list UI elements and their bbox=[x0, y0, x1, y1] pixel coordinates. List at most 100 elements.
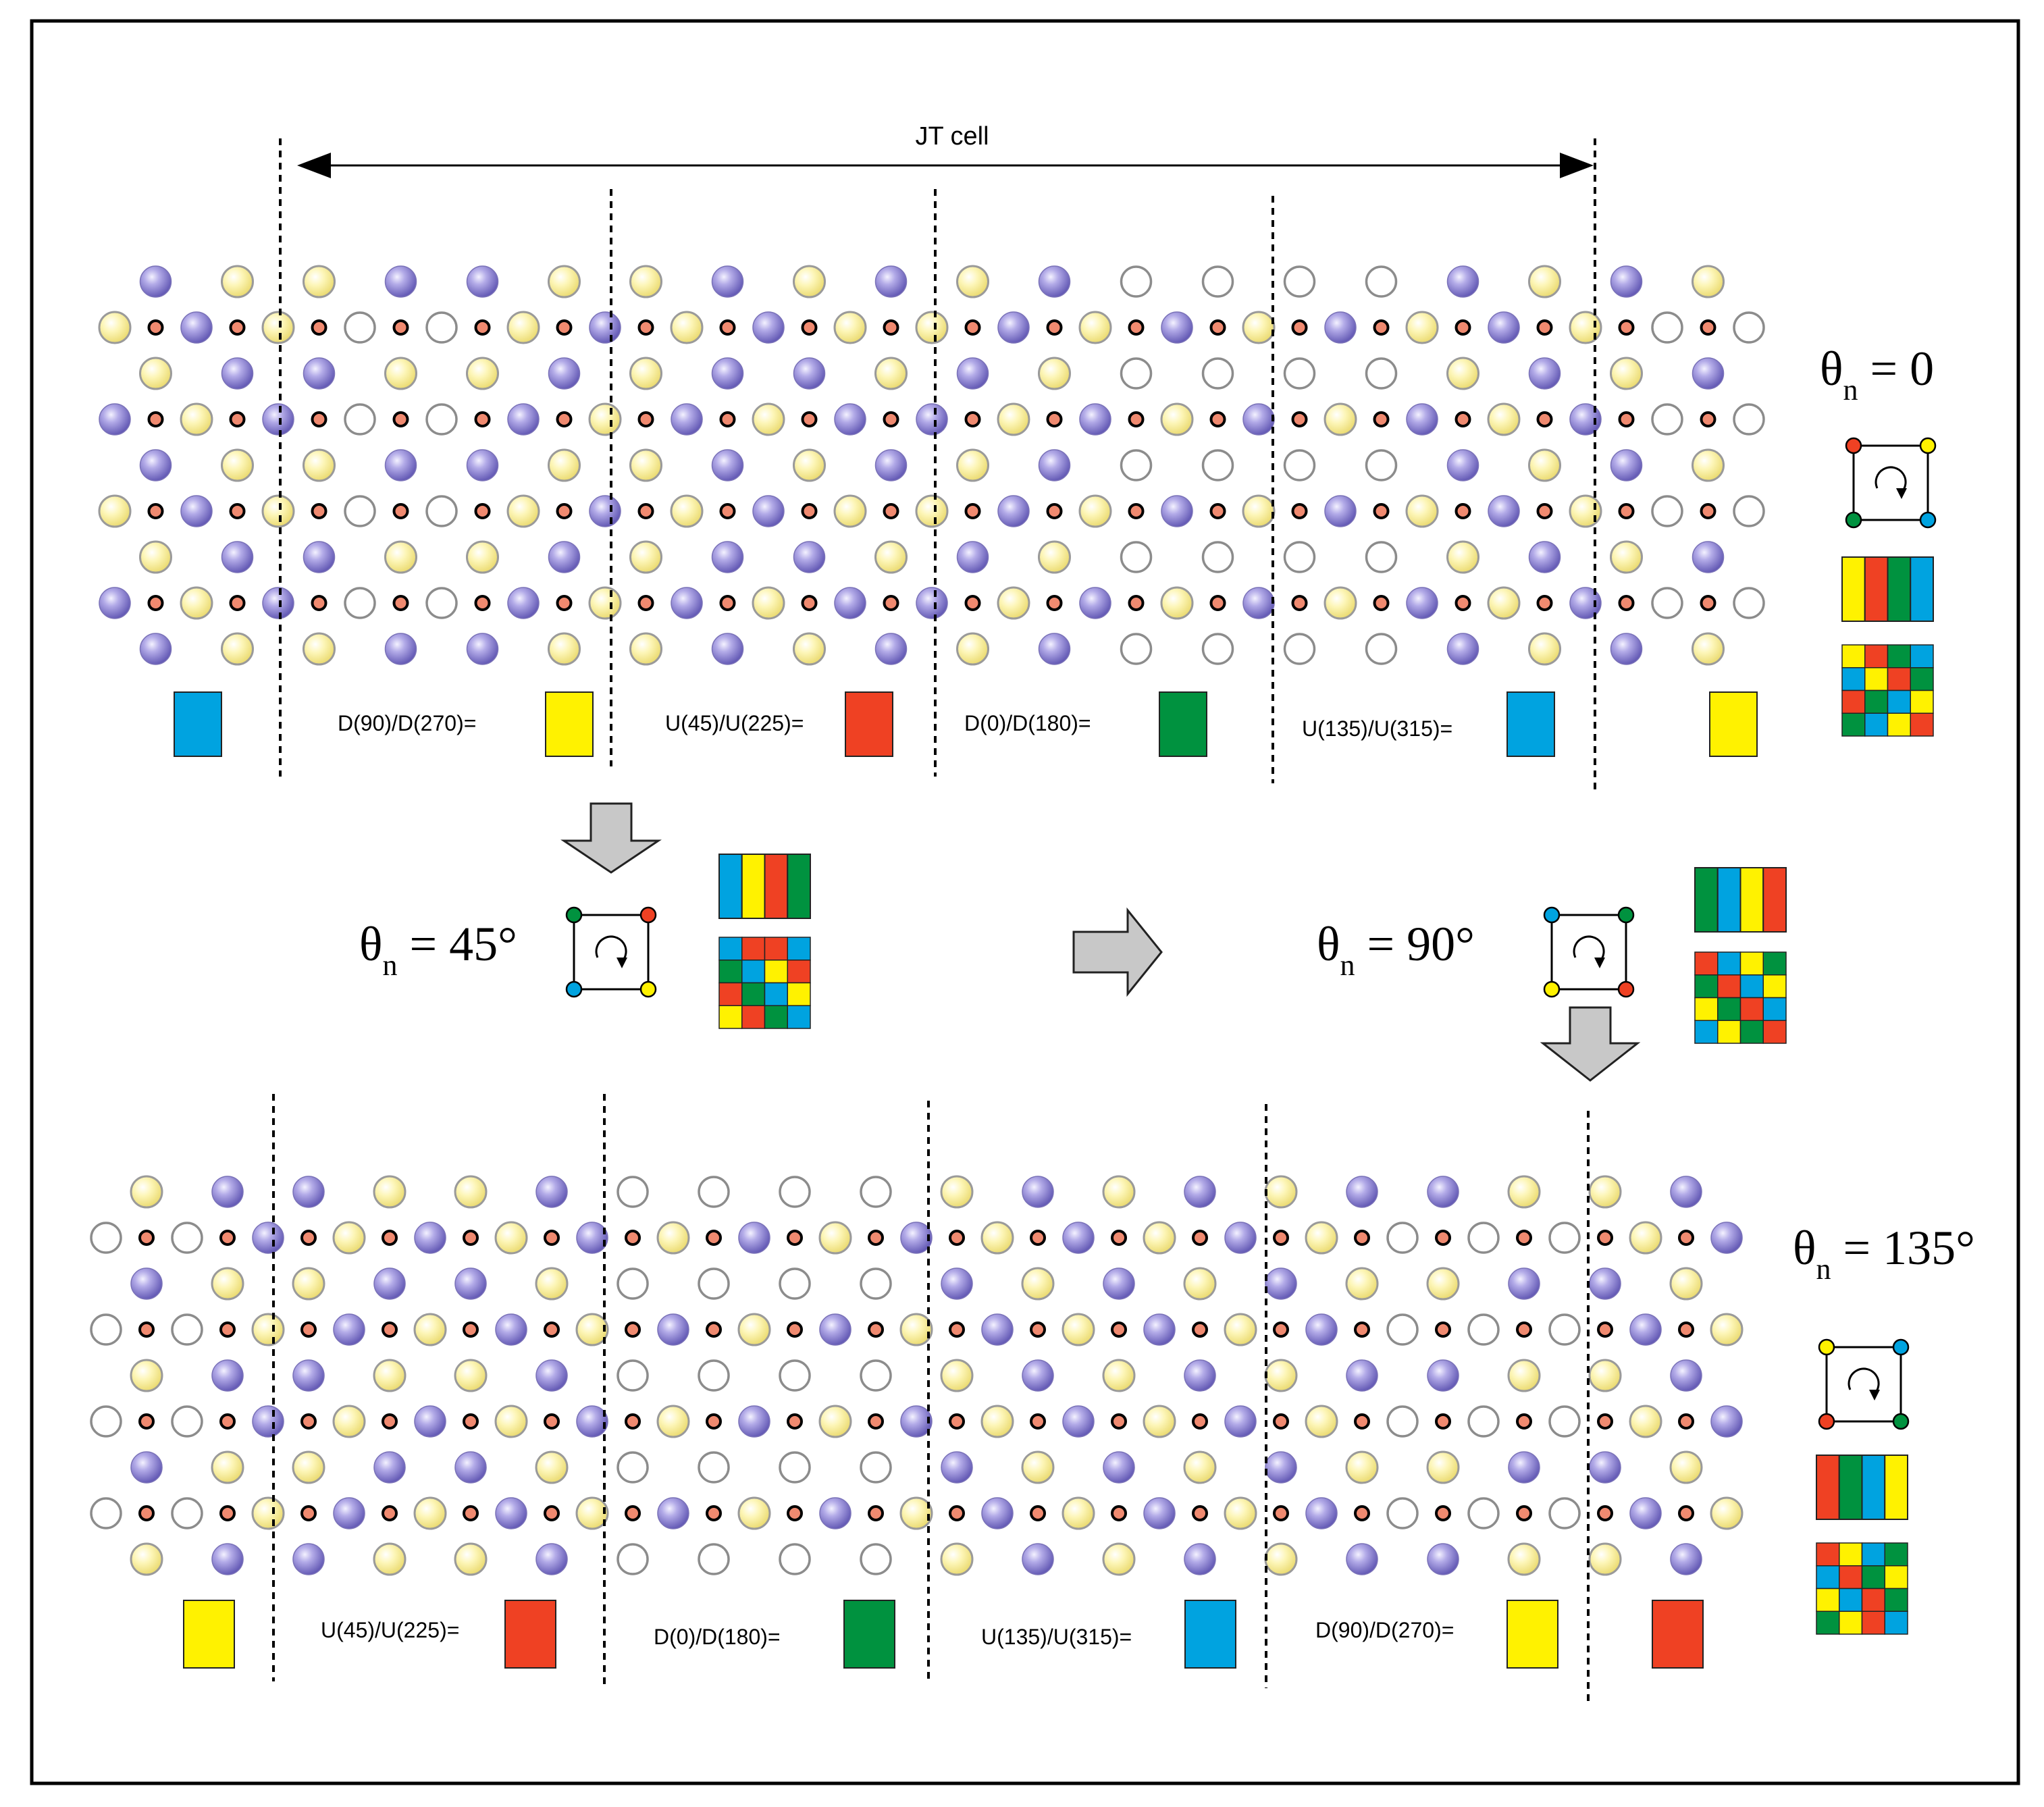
yellow-atom bbox=[874, 540, 908, 574]
yellow-atom bbox=[818, 1221, 852, 1255]
corner-dot-blue bbox=[1919, 511, 1937, 529]
rotation-square-bottom bbox=[1825, 1346, 1902, 1423]
purple-atom bbox=[99, 587, 131, 619]
empty-atom bbox=[344, 311, 376, 344]
purple-atom bbox=[1143, 1497, 1176, 1529]
grid-cell-green bbox=[1887, 644, 1911, 669]
purple-atom bbox=[671, 587, 703, 619]
yellow-atom bbox=[588, 402, 622, 436]
small-atom bbox=[1192, 1505, 1208, 1521]
yellow-atom bbox=[1021, 1450, 1055, 1484]
small-atom bbox=[1128, 503, 1145, 519]
yellow-atom bbox=[221, 448, 254, 482]
small-atom bbox=[1536, 595, 1553, 611]
empty-atom bbox=[1201, 541, 1234, 573]
yellow-atom bbox=[1528, 265, 1561, 298]
grid-cell-yellow bbox=[1910, 689, 1934, 714]
small-atom bbox=[1516, 1505, 1532, 1521]
empty-atom bbox=[779, 1267, 811, 1300]
top-label-1: D(90)/D(270)= bbox=[338, 711, 476, 735]
empty-atom bbox=[90, 1497, 122, 1529]
empty-atom bbox=[779, 1176, 811, 1208]
purple-atom bbox=[1022, 1543, 1054, 1575]
bottom-swatch-green bbox=[843, 1600, 895, 1669]
small-atom bbox=[801, 411, 818, 427]
yellow-atom bbox=[1183, 1450, 1217, 1484]
purple-atom bbox=[1161, 495, 1193, 527]
yellow-atom bbox=[1610, 540, 1643, 574]
yellow-atom bbox=[130, 1359, 163, 1392]
purple-atom bbox=[211, 1543, 244, 1575]
purple-atom bbox=[548, 541, 581, 573]
small-atom bbox=[719, 319, 736, 336]
grid-cell-green bbox=[1694, 974, 1719, 999]
grid-cell-red bbox=[718, 982, 743, 1006]
purple-atom bbox=[981, 1497, 1014, 1529]
yellow-atom bbox=[1588, 1359, 1622, 1392]
yellow-atom bbox=[1021, 1267, 1055, 1301]
purple-atom bbox=[752, 495, 785, 527]
empty-atom bbox=[860, 1176, 892, 1208]
yellow-atom bbox=[956, 265, 989, 298]
top-boundaries bbox=[279, 138, 1596, 790]
yellow-atom bbox=[874, 357, 908, 390]
small-atom bbox=[311, 503, 327, 519]
down-arrow-right bbox=[1540, 1006, 1641, 1082]
small-atom bbox=[1111, 1413, 1127, 1430]
small-atom bbox=[219, 1230, 236, 1246]
small-atom bbox=[138, 1505, 155, 1521]
small-atom bbox=[1128, 411, 1145, 427]
small-atom bbox=[1192, 1230, 1208, 1246]
yellow-atom bbox=[454, 1542, 488, 1576]
yellow-atom bbox=[139, 357, 172, 390]
small-atom bbox=[1046, 503, 1063, 519]
purple-atom bbox=[1710, 1405, 1743, 1438]
yellow-atom bbox=[303, 448, 336, 482]
yellow-atom bbox=[1062, 1496, 1095, 1530]
purple-atom bbox=[1079, 587, 1111, 619]
empty-atom bbox=[344, 587, 376, 619]
purple-atom bbox=[1161, 311, 1193, 344]
stripe-blue bbox=[1861, 1455, 1886, 1520]
purple-atom bbox=[711, 449, 744, 481]
purple-atom bbox=[414, 1222, 446, 1254]
grid-cell-blue bbox=[741, 960, 766, 984]
empty-atom bbox=[1283, 357, 1316, 390]
top-lattice bbox=[98, 265, 1765, 666]
grid-cell-red bbox=[1739, 997, 1764, 1021]
rotation-arrowhead-icon bbox=[617, 958, 627, 968]
small-atom bbox=[949, 1321, 965, 1338]
empty-atom bbox=[1283, 633, 1316, 665]
purple-atom bbox=[1670, 1359, 1702, 1392]
grid-cell-red bbox=[741, 1005, 766, 1029]
empty-atom bbox=[860, 1451, 892, 1484]
bottom-label-3: U(135)/U(315)= bbox=[981, 1625, 1132, 1649]
small-atom bbox=[392, 319, 409, 336]
yellow-atom bbox=[1324, 402, 1357, 436]
small-atom bbox=[219, 1505, 236, 1521]
small-atom bbox=[1435, 1505, 1451, 1521]
small-atom bbox=[625, 1230, 641, 1246]
grid-cell-green bbox=[1841, 712, 1866, 737]
purple-atom bbox=[1022, 1359, 1054, 1392]
yellow-atom bbox=[98, 494, 132, 528]
yellow-atom bbox=[1487, 586, 1521, 620]
purple-atom bbox=[711, 633, 744, 665]
small-atom bbox=[300, 1413, 317, 1430]
small-atom bbox=[463, 1505, 479, 1521]
empty-atom bbox=[698, 1359, 730, 1392]
rotation-arrowhead-icon bbox=[1896, 488, 1907, 499]
purple-atom bbox=[139, 633, 172, 665]
purple-atom bbox=[333, 1497, 365, 1529]
yellow-atom bbox=[130, 1542, 163, 1576]
yellow-atom bbox=[1224, 1313, 1257, 1346]
bottom-swatch-red bbox=[1652, 1600, 1704, 1669]
yellow-atom bbox=[670, 494, 704, 528]
purple-atom bbox=[1610, 265, 1643, 298]
small-atom bbox=[392, 503, 409, 519]
grid-cell-blue bbox=[764, 982, 788, 1006]
empty-atom bbox=[1365, 633, 1398, 665]
empty-atom bbox=[617, 1543, 649, 1575]
purple-atom bbox=[589, 495, 621, 527]
